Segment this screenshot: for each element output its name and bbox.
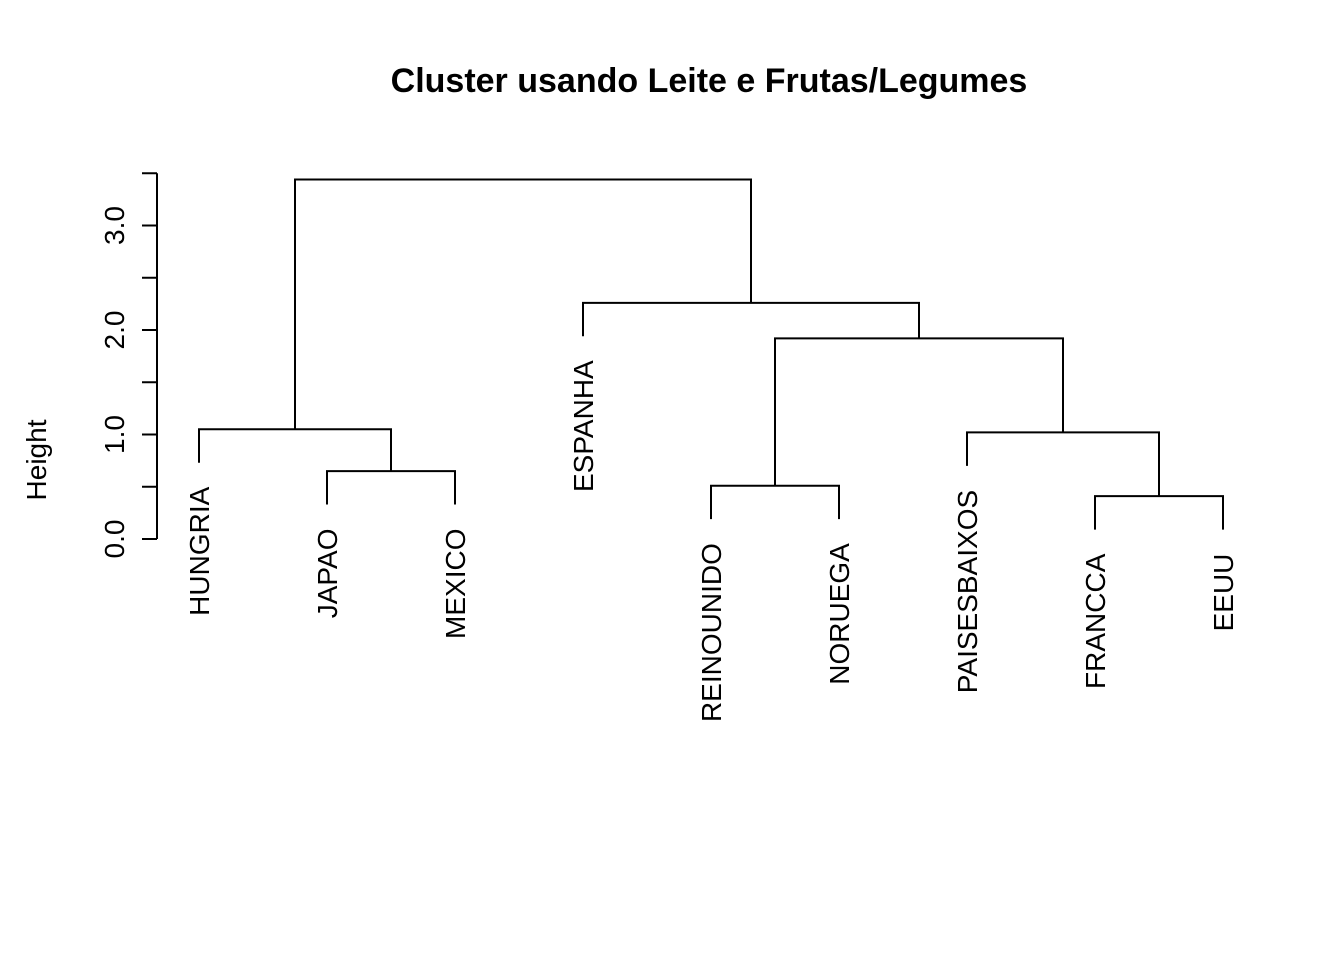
merge-m8 [294, 178, 752, 430]
y-tick-label: 3.0 [99, 206, 130, 245]
y-axis: 0.0 1.0 2.0 3.0 [99, 172, 158, 559]
merge-m7 [582, 301, 920, 339]
merge-m6 [774, 337, 1064, 486]
y-tick-label: 1.0 [99, 415, 130, 454]
merge-m1 [326, 470, 456, 505]
merge-m2 [1094, 495, 1224, 530]
dendrogram-branches [198, 178, 1224, 530]
leaf-label-hungria: HUNGRIA [184, 486, 215, 615]
leaf-label-espanha: ESPANHA [568, 360, 599, 492]
merge-m5 [198, 428, 392, 472]
leaf-labels: HUNGRIA JAPAO MEXICO ESPANHA REINOUNIDO NORUE… [184, 360, 1239, 722]
merge-m4 [966, 431, 1160, 497]
leaf-label-eeuu: EEUU [1208, 554, 1239, 632]
leaf-label-francca: FRANCCA [1080, 553, 1111, 689]
leaf-label-paisesbaixos: PAISESBAIXOS [952, 490, 983, 693]
leaf-label-mexico: MEXICO [440, 529, 471, 639]
leaf-label-reinounido: REINOUNIDO [696, 543, 727, 722]
chart-title: Cluster usando Leite e Frutas/Legumes [391, 62, 1028, 100]
leaf-label-noruega: NORUEGA [824, 543, 855, 685]
leaf-label-japao: JAPAO [312, 529, 343, 619]
merge-m3 [710, 484, 840, 520]
y-tick-label: 0.0 [99, 520, 130, 559]
y-tick-label: 2.0 [99, 311, 130, 350]
y-axis-label: Height [21, 419, 52, 500]
